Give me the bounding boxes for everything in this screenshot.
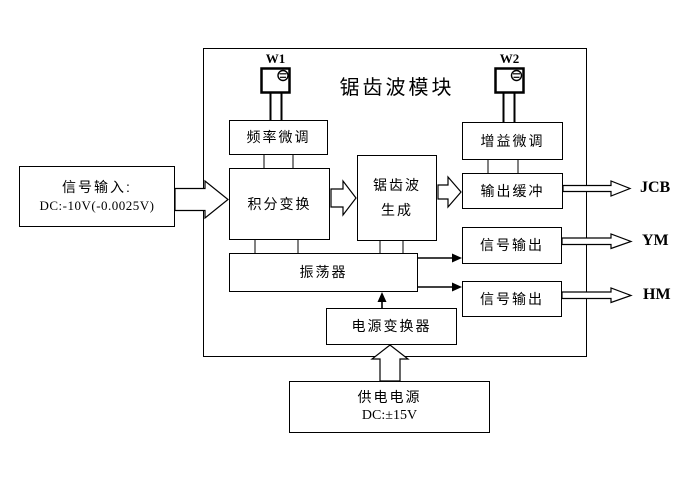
signal-input-value: DC:-10V(-0.0025V)	[39, 198, 155, 214]
oscillator-label: 振荡器	[299, 264, 348, 281]
integral-transform-box: 积分变换	[229, 168, 330, 240]
gain-trim-label: 增益微调	[480, 132, 545, 149]
sawtooth-gen-label-line2: 生成	[381, 202, 413, 218]
w1-pot-label: W1	[265, 51, 286, 66]
output-label-jcb: JCB	[640, 179, 671, 196]
power-supply-title: 供电电源	[357, 389, 422, 406]
signal-output-1-label: 信号输出	[480, 237, 544, 254]
module-title: 锯齿波模块	[339, 77, 455, 99]
signal-input-box: 信号输入: DC:-10V(-0.0025V)	[19, 166, 175, 227]
signal-input-title: 信号输入:	[62, 179, 132, 196]
output-label-ym: YM	[642, 232, 669, 249]
integral-transform-label: 积分变换	[247, 195, 312, 212]
signal-output-2-box: 信号输出	[462, 281, 562, 317]
signal-output-2-label: 信号输出	[480, 290, 544, 307]
w2-pot-label: W2	[499, 51, 520, 66]
output-buffer-label: 输出缓冲	[480, 182, 545, 199]
sawtooth-gen-label-line1: 锯齿波	[373, 176, 421, 193]
oscillator-box: 振荡器	[229, 253, 418, 292]
sawtooth-gen-box: 锯齿波 生成	[357, 155, 437, 241]
power-converter-box: 电源变换器	[326, 308, 457, 345]
power-supply-box: 供电电源 DC:±15V	[289, 381, 490, 433]
gain-trim-box: 增益微调	[462, 122, 563, 160]
output-label-hm: HM	[643, 286, 671, 303]
output-buffer-box: 输出缓冲	[462, 173, 563, 209]
freq-trim-label: 频率微调	[246, 129, 311, 146]
power-converter-label: 电源变换器	[351, 318, 432, 335]
freq-trim-box: 频率微调	[229, 120, 328, 155]
signal-output-1-box: 信号输出	[462, 227, 562, 264]
power-supply-value: DC:±15V	[361, 408, 418, 423]
